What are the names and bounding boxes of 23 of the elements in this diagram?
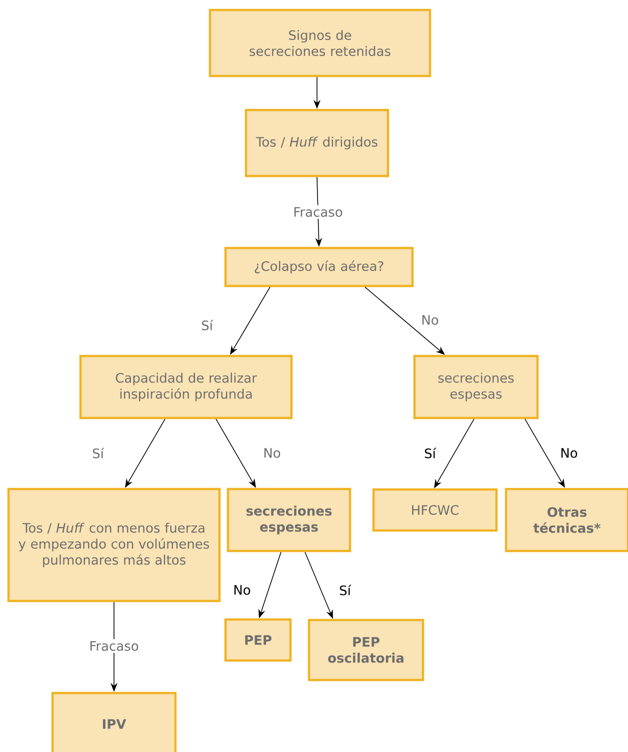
process-box: Capacidad de realizar inspiración profunda [79,354,293,420]
process-box: Tos / Huff dirigidos [244,108,390,178]
edge-label: No [231,583,253,597]
process-box: HFCWC [372,488,498,532]
process-box: Otras técnicas* [504,488,628,552]
edge-label: Sí [422,446,438,460]
edge-label: No [419,313,441,327]
edge-label: No [558,446,580,460]
edge-label: Sí [199,318,215,332]
process-box: secreciones espesas [226,488,352,552]
edge-label: Sí [337,582,353,598]
process-box: IPV [51,692,177,752]
process-box: secreciones espesas [413,354,539,420]
process-box: PEP oscilatoria [308,618,424,682]
process-box: Signos de secreciones retenidas [208,8,432,78]
process-box: ¿Colapso vía aérea? [224,246,414,288]
process-box: PEP [224,618,292,662]
edge-label: Sí [90,446,106,460]
edge-label: Fracaso [291,205,345,219]
process-box: Tos / Huff con menos fuerza y empezando con volúmenes pulmonares más altos [7,488,221,602]
arrow [364,286,445,355]
edge-label: No [261,446,283,460]
edge-label: Fracaso [87,639,141,653]
